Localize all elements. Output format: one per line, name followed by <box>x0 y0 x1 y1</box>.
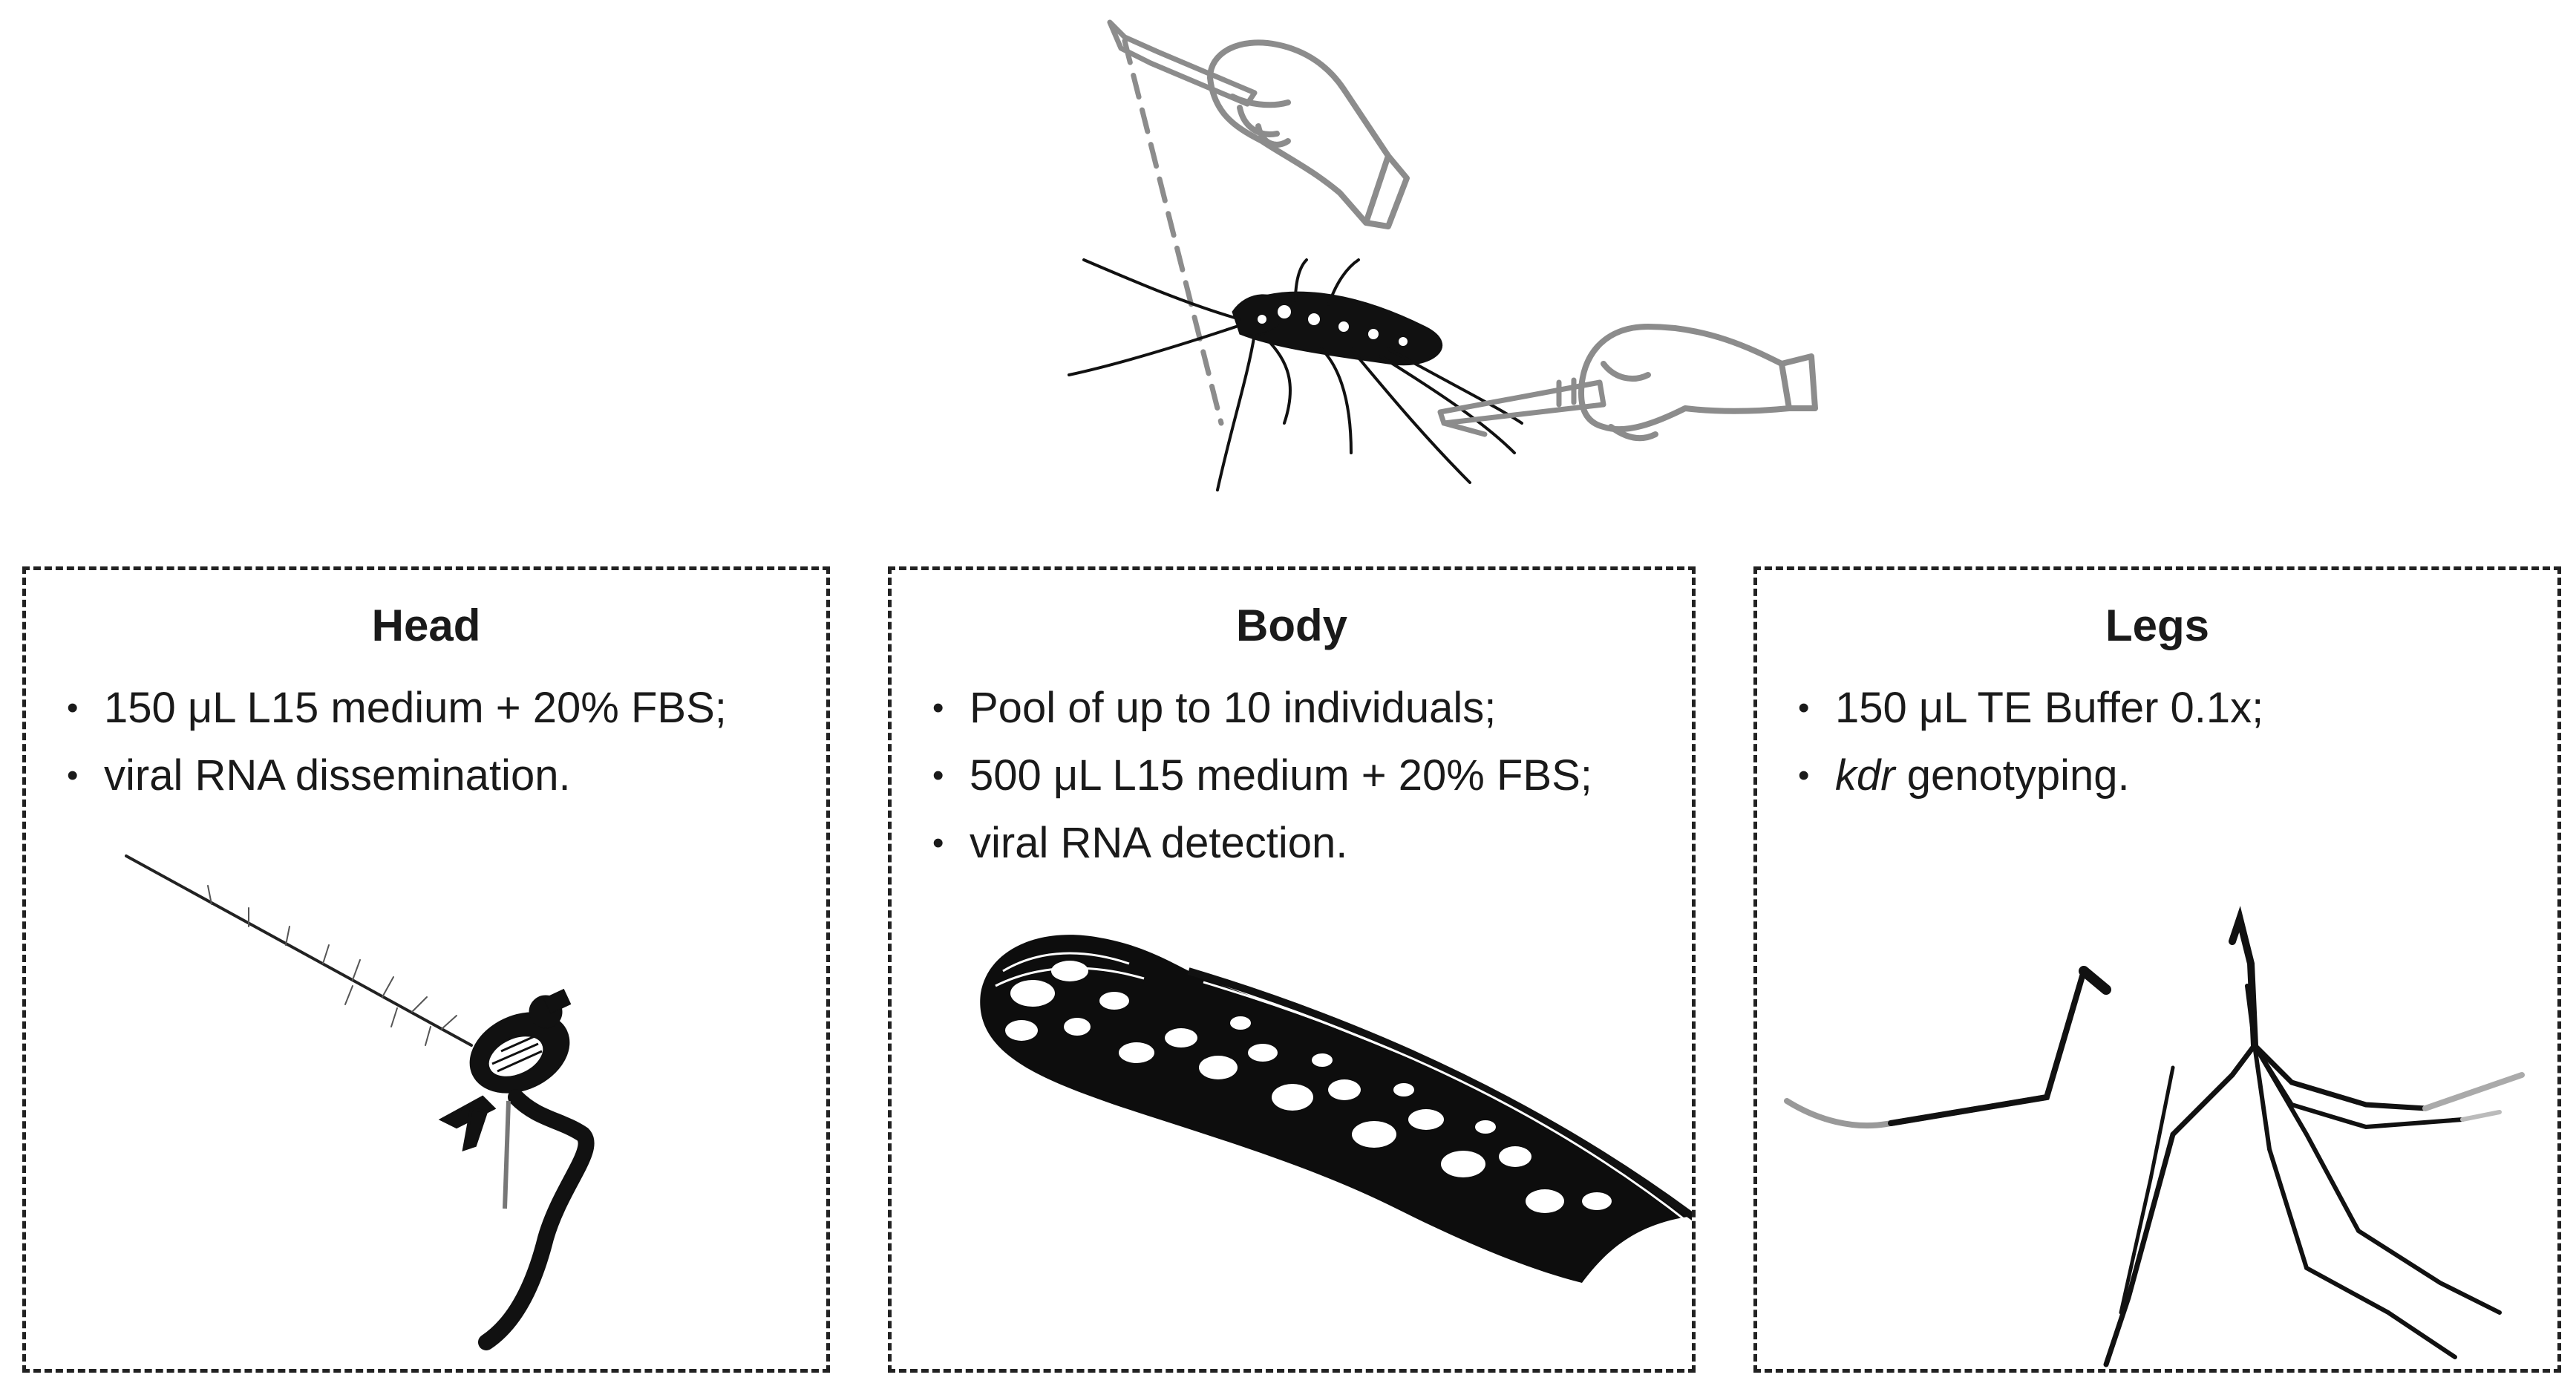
panel-body: Body Pool of up to 10 individuals; 500 μ… <box>888 566 1699 1373</box>
list-item: 150 μL TE Buffer 0.1x; <box>1798 674 2263 742</box>
panel-title: Legs <box>2105 601 2210 650</box>
list-item: Pool of up to 10 individuals; <box>932 674 1592 742</box>
panel-head: Head 150 μL L15 medium + 20% FBS; viral … <box>22 566 830 1373</box>
bullet-list: 150 μL L15 medium + 20% FBS; viral RNA d… <box>67 674 727 809</box>
bullet-text: 150 μL TE Buffer 0.1x; <box>1835 684 2264 732</box>
bullet-text: viral RNA detection. <box>970 819 1348 867</box>
mosquito-legs-icon <box>1757 852 2557 1372</box>
bullet-list: Pool of up to 10 individuals; 500 μL L15… <box>932 674 1592 877</box>
panel-title: Head <box>371 601 481 650</box>
bullet-text: 500 μL L15 medium + 20% FBS; <box>970 751 1592 800</box>
dissection-illustration <box>1039 7 1856 505</box>
bullet-list: 150 μL TE Buffer 0.1x; kdr genotyping. <box>1798 674 2263 809</box>
bullet-text: viral RNA dissemination. <box>104 751 571 800</box>
panel-legs: Legs 150 μL TE Buffer 0.1x; kdr genotypi… <box>1753 566 2561 1373</box>
list-item: kdr genotyping. <box>1798 742 2263 809</box>
list-item: viral RNA detection. <box>932 809 1592 877</box>
list-item: 500 μL L15 medium + 20% FBS; <box>932 742 1592 809</box>
mosquito-head-icon <box>26 852 826 1372</box>
gloved-hand-icon <box>1578 324 1818 442</box>
gloved-hand-icon <box>1207 39 1410 229</box>
list-item: 150 μL L15 medium + 20% FBS; <box>67 674 727 742</box>
list-item: viral RNA dissemination. <box>67 742 727 809</box>
scalpel-icon <box>1107 19 1258 426</box>
mosquito-icon <box>1068 258 1523 491</box>
bullet-text: genotyping. <box>1895 751 2130 800</box>
mosquito-body-icon <box>892 852 1699 1372</box>
bullet-text: Pool of up to 10 individuals; <box>970 684 1497 732</box>
bullet-text: 150 μL L15 medium + 20% FBS; <box>104 684 727 732</box>
bullet-text-italic: kdr <box>1835 751 1895 800</box>
panel-title: Body <box>1236 601 1347 650</box>
forceps-icon <box>1437 377 1606 437</box>
